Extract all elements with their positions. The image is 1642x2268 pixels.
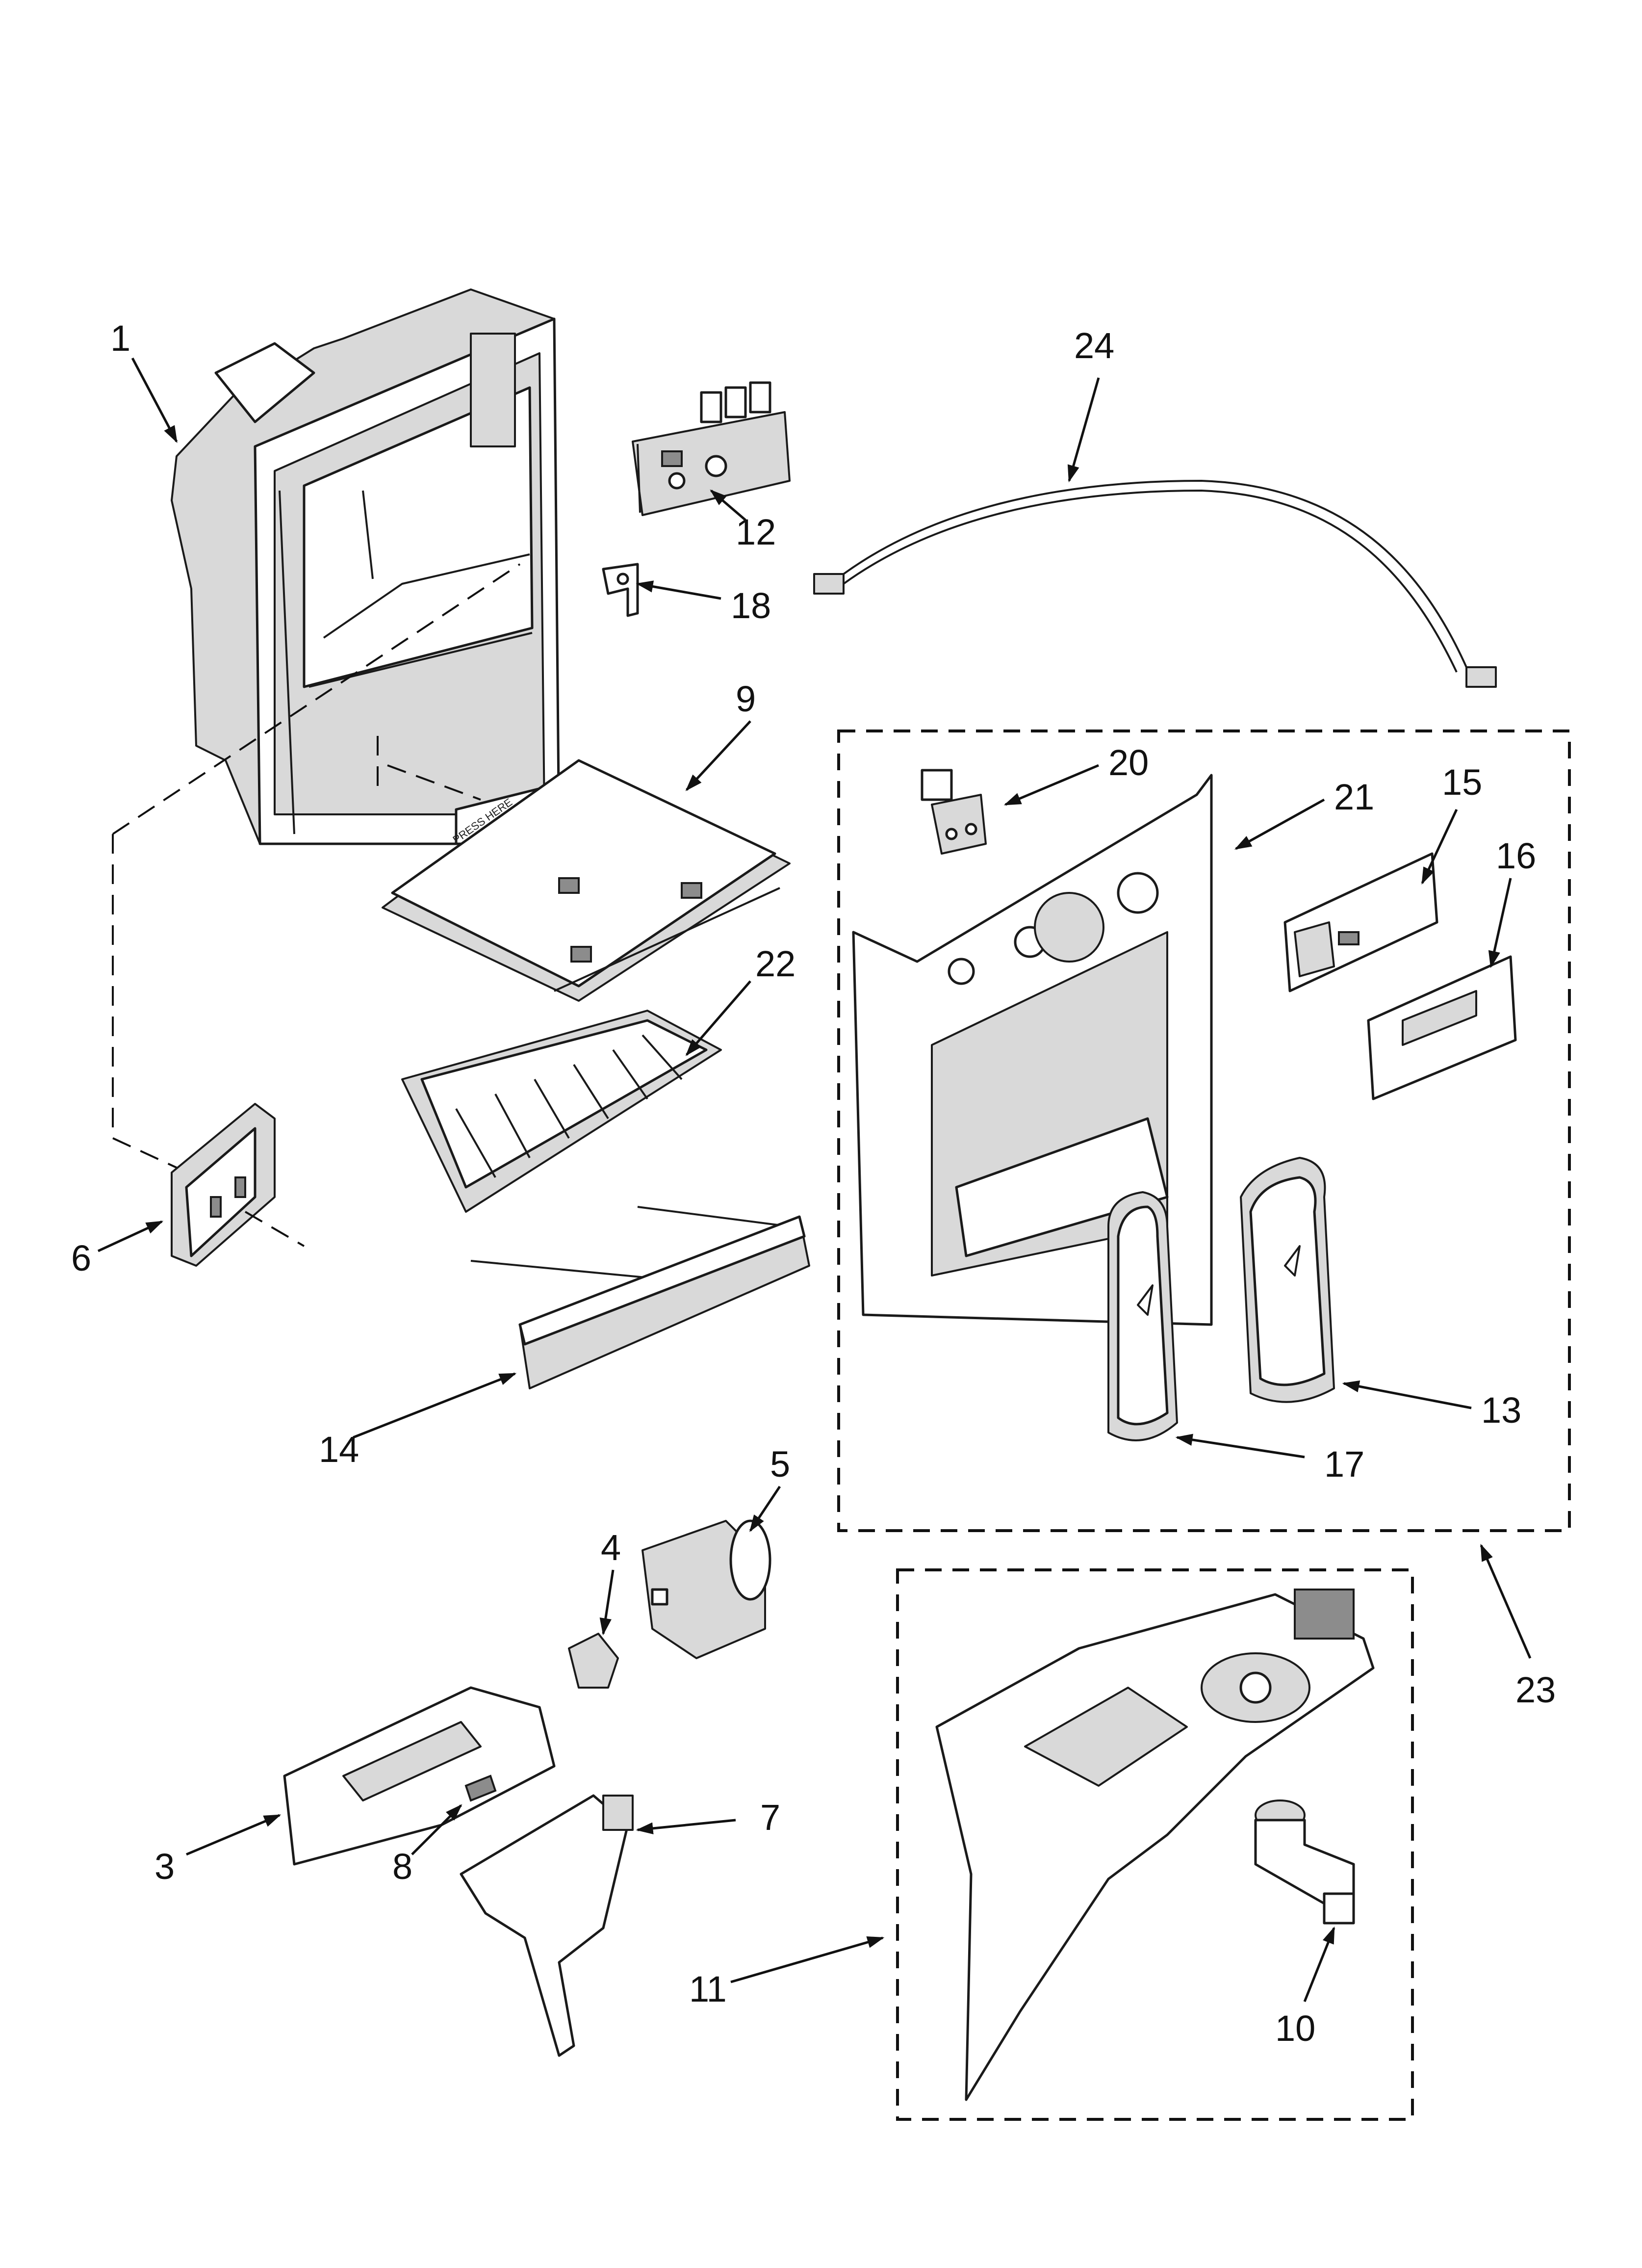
connector-part-20 [921, 769, 987, 855]
dispenser-assembly-box-23 [837, 730, 1571, 1532]
callout-22: 22 [755, 943, 795, 984]
ice-chute-assembly-box-11 [896, 1568, 1414, 2121]
drip-tray-part-22 [401, 1010, 722, 1213]
ice-bin-housing-part-1 [112, 288, 561, 1169]
callout-6: 6 [71, 1238, 91, 1278]
ui-board-part-16 [1367, 955, 1517, 1100]
callout-17: 17 [1324, 1444, 1364, 1485]
motor-part-5 [641, 1519, 771, 1659]
callout-15: 15 [1442, 762, 1482, 803]
callout-7: 7 [760, 1797, 780, 1838]
ice-chute-part-11 [935, 1589, 1375, 2101]
callout-10: 10 [1275, 2008, 1315, 2049]
callout-9: 9 [736, 678, 756, 719]
actuator-part-7 [460, 1794, 634, 2057]
wire-harness-part-24 [813, 480, 1497, 688]
bezel-part-15 [1283, 852, 1438, 992]
paddle-part-14 [470, 1206, 810, 1389]
callout-8: 8 [392, 1846, 412, 1887]
callout-21: 21 [1334, 777, 1374, 817]
callout-5: 5 [770, 1444, 790, 1485]
callout-3: 3 [154, 1846, 175, 1887]
screw-part-8 [464, 1774, 497, 1802]
callout-1: 1 [110, 318, 130, 359]
part-number-callouts: 1 24 12 18 9 20 21 15 16 22 6 14 17 13 5… [71, 318, 1556, 2049]
bracket-part-18 [602, 563, 639, 617]
callout-16: 16 [1496, 835, 1536, 876]
callout-23: 23 [1515, 1669, 1556, 1710]
callout-11: 11 [689, 1969, 727, 2009]
callout-20: 20 [1108, 742, 1149, 783]
mounting-bracket-part-3 [283, 1686, 556, 1866]
water-paddle-part-13 [1240, 1157, 1335, 1403]
ice-paddle-part-17 [1107, 1191, 1178, 1441]
callout-18: 18 [731, 585, 771, 626]
dispenser-housing-part-21 [852, 774, 1213, 1326]
callout-13: 13 [1481, 1390, 1521, 1431]
valve-part-10 [1254, 1799, 1355, 1925]
callout-4: 4 [601, 1527, 621, 1568]
callout-14: 14 [319, 1429, 359, 1470]
control-board-part-12 [632, 381, 791, 516]
switch-part-6 [171, 1103, 305, 1267]
cam-part-4 [568, 1633, 619, 1689]
leader-lines [97, 357, 1532, 2002]
callout-12: 12 [736, 512, 776, 552]
callout-24: 24 [1074, 325, 1114, 366]
